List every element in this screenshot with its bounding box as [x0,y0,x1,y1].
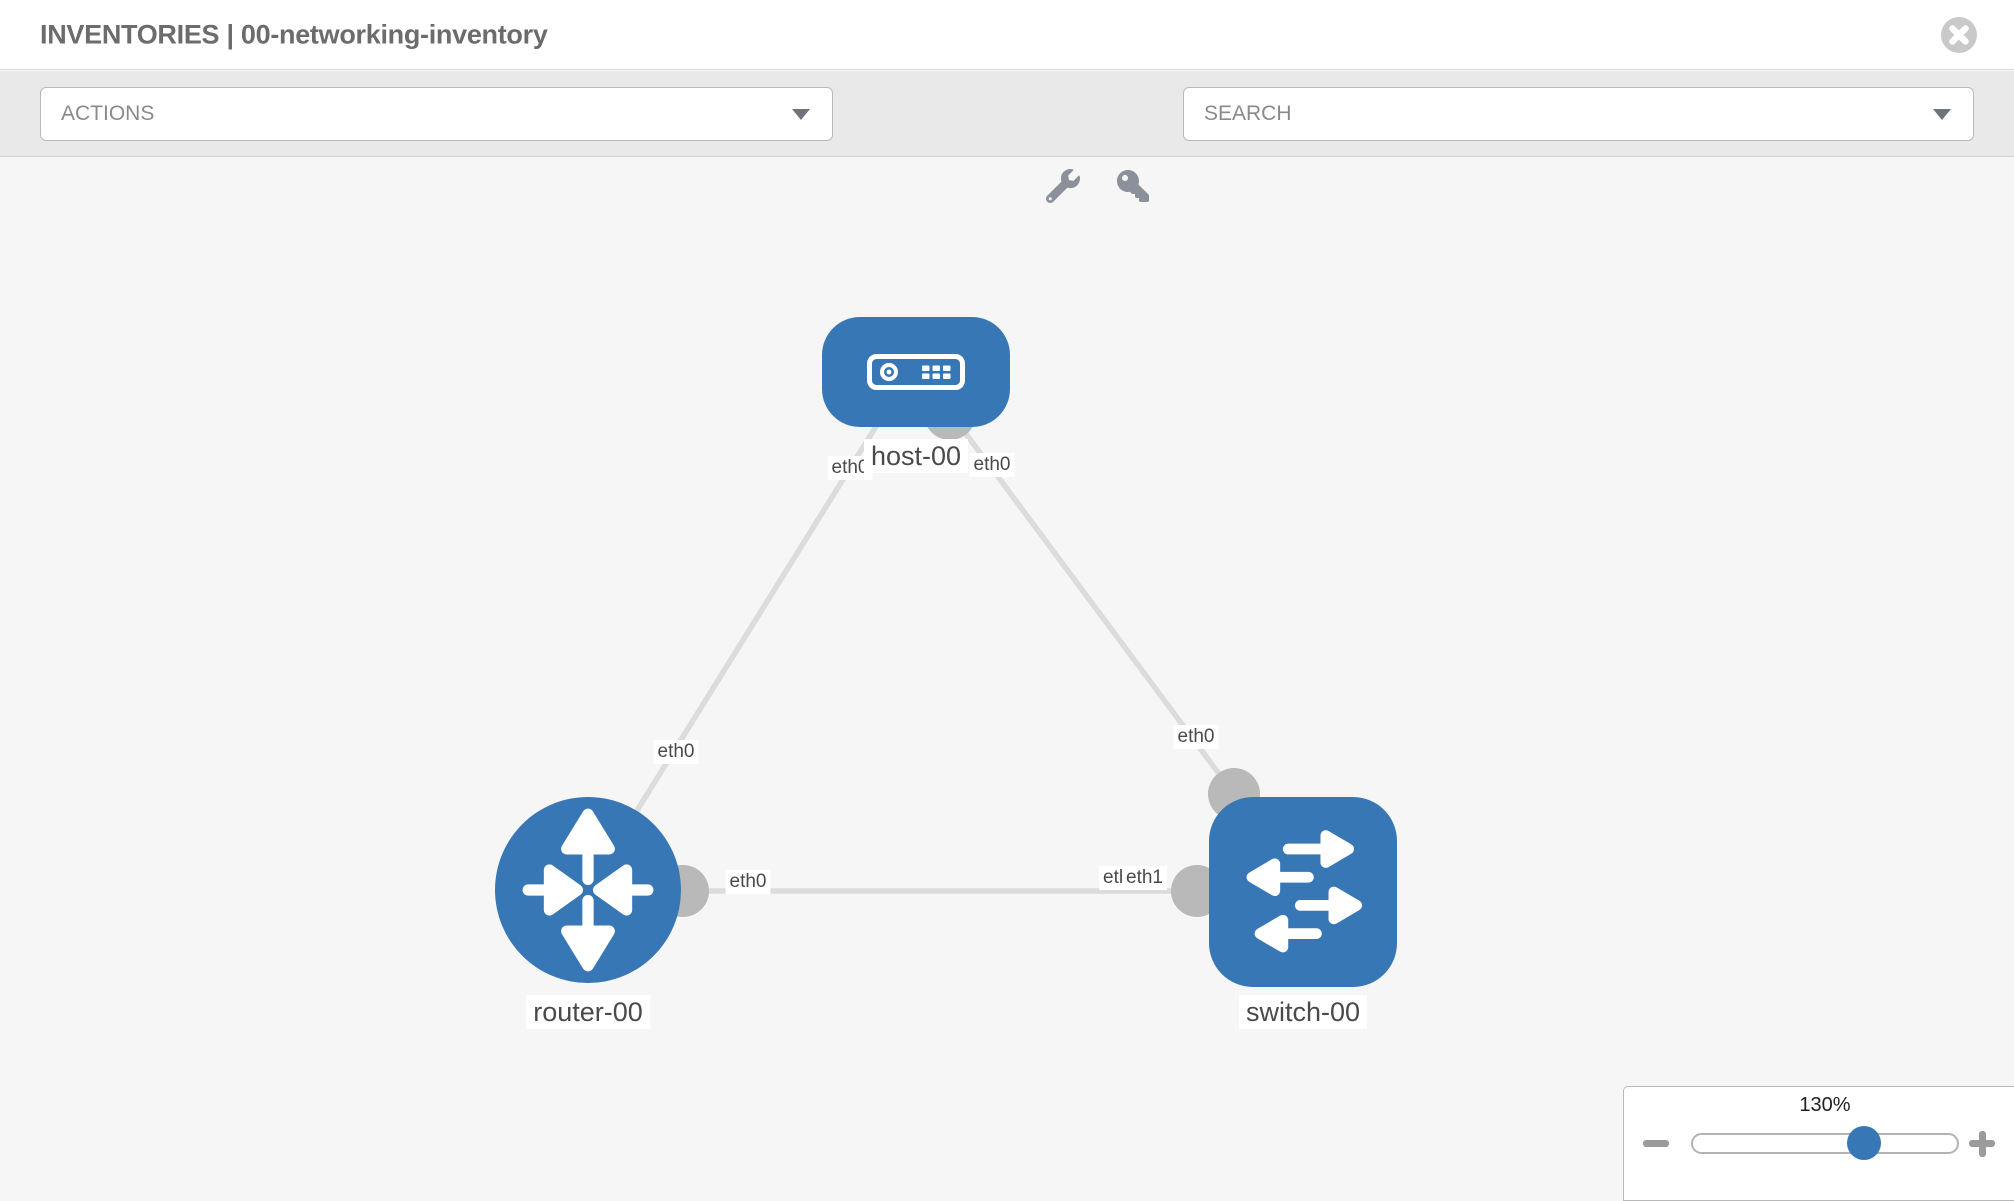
link-host-router[interactable] [597,418,883,872]
tools-button[interactable] [1044,169,1082,205]
chevron-down-icon [792,109,810,120]
host-icon [867,354,965,390]
node-label-router: router-00 [526,995,650,1030]
interface-label-host-eth0-to-router: eth0 [827,456,873,480]
header: INVENTORIES | 00-networking-inventory [0,0,2014,70]
node-host-00[interactable] [822,317,1010,427]
zoom-panel: 130% [1623,1086,2014,1201]
node-label-switch: switch-00 [1238,995,1368,1030]
chevron-down-icon [1933,109,1951,120]
close-button[interactable] [1940,16,1978,54]
switch-icon [1246,830,1363,953]
zoom-level: 130% [1799,1094,1851,1116]
actions-dropdown[interactable]: ACTIONS [40,87,833,141]
node-switch-00[interactable] [1209,797,1397,987]
search-dropdown[interactable]: SEARCH [1183,87,1974,141]
actions-dropdown-label: ACTIONS [61,102,155,125]
plus-icon [1978,1130,1986,1157]
interface-label-switch-eth0-to-host: eth0 [1173,725,1219,749]
interface-label-switch-eth1-to-router: eth1 [1122,866,1167,890]
zoom-slider-track[interactable] [1691,1133,1959,1154]
router-icon [522,808,654,972]
page-title: INVENTORIES | 00-networking-inventory [40,19,548,49]
toolbar: ACTIONS SEARCH [0,71,2014,204]
node-label-host: host-00 [863,439,969,474]
x-circle-icon [1941,17,1977,53]
wrench-icon [1045,169,1080,204]
node-router-00[interactable] [495,797,681,983]
interface-label-host-eth0-to-switch: eth0 [969,453,1015,477]
minus-icon [1643,1140,1669,1147]
key-icon [1117,169,1149,202]
interface-label-router-eth0-to-host: eth0 [653,740,699,764]
zoom-out-button[interactable] [1636,1123,1676,1163]
zoom-in-button[interactable] [1962,1123,2002,1163]
zoom-slider-knob[interactable] [1847,1126,1881,1160]
interface-label-router-eth0-to-switch: eth0 [725,870,771,894]
credentials-button[interactable] [1114,169,1152,205]
search-dropdown-label: SEARCH [1204,102,1292,125]
topology-canvas[interactable]: host-00 router-00 switch-00 eth0 eth0 et… [0,157,2014,1200]
